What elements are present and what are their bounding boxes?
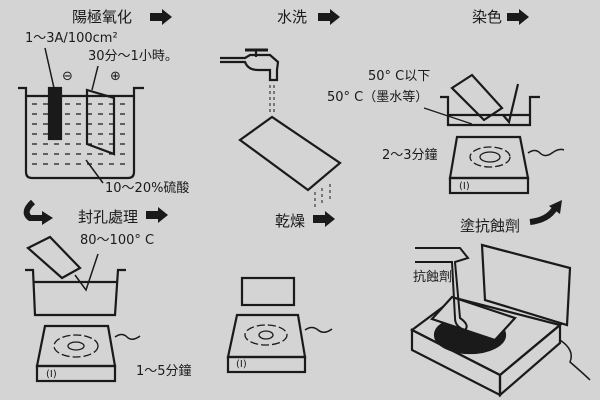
curved-arrow-icon: [529, 206, 558, 225]
seal-temp-label: 80～100° C: [80, 233, 155, 248]
current-density-label: 1～3A/100cm²: [25, 31, 118, 46]
arrow-icon: [146, 9, 529, 227]
step-rinse-title: 水洗: [277, 8, 308, 26]
faucet-icon: [220, 48, 342, 208]
hotplate-icon: [35, 324, 141, 383]
anodize-time-label: 30分～1小時。: [88, 49, 178, 64]
anodize-tank: [18, 47, 144, 184]
hotplate-icon: [226, 313, 333, 374]
hotplate-mark-label: (I): [236, 359, 247, 370]
step-seal-title: 封孔處理: [78, 208, 139, 226]
acid-label: 10～20%硫酸: [105, 181, 190, 196]
curved-arrow-icon: [23, 199, 44, 221]
dry-plate: [240, 276, 296, 307]
dye-temp-upper-label: 50° C以下: [368, 69, 431, 84]
step-resist-title: 塗抗蝕劑: [460, 217, 521, 235]
hotplate-mark-label: (I): [459, 181, 470, 192]
step-dye-title: 染色: [472, 8, 503, 26]
seal-time-label: 1～5分鐘: [136, 364, 192, 379]
anode-sign: ⊕: [110, 69, 121, 84]
hotplate-icon: [448, 135, 565, 195]
step-anodize-title: 陽極氧化: [72, 8, 133, 26]
dye-temp-label: 50° C（墨水等）: [327, 90, 429, 105]
cathode-sign: ⊖: [62, 69, 73, 84]
seal-tank: [25, 235, 126, 317]
step-dry-title: 乾燥: [275, 212, 306, 230]
dye-tank: [423, 73, 540, 127]
dye-time-label: 2～3分鐘: [382, 148, 438, 163]
arrow-head-icon: [549, 200, 562, 214]
hotplate-mark-label: (I): [46, 369, 57, 380]
resist-agent-label: 抗蝕劑: [413, 270, 453, 285]
arrow-head-icon: [42, 211, 53, 225]
record-player-icon: [409, 243, 591, 398]
